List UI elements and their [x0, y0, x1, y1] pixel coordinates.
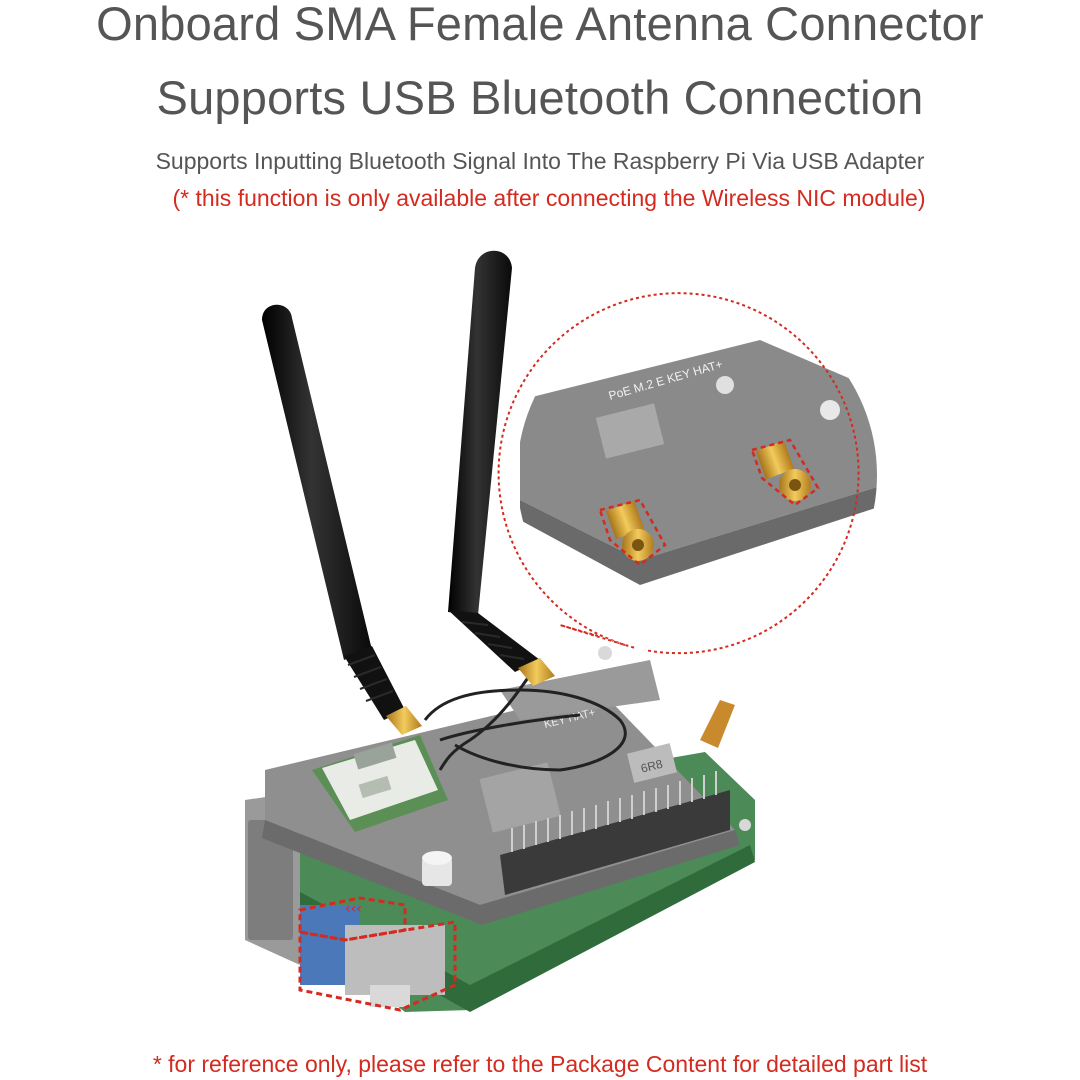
wireless-nic-module — [312, 735, 448, 832]
capacitor — [422, 851, 452, 886]
usb-ethernet-ports: ‹‹‹ — [298, 896, 457, 1012]
sma-connector-1 — [598, 498, 667, 567]
gpio-header — [500, 771, 730, 895]
zoom-callout: PoE M.2 E KEY HAT+ — [497, 292, 877, 655]
subtitle: Supports Inputting Bluetooth Signal Into… — [155, 148, 925, 174]
antenna-cables — [423, 659, 627, 772]
sma-connector-2 — [750, 438, 820, 507]
title-line-1: Onboard SMA Female Antenna Connector — [96, 0, 984, 50]
product-illustration: KEY HAT+ 6R8 — [245, 250, 877, 1012]
footer-disclaimer: * for reference only, please refer to th… — [152, 1051, 928, 1077]
right-antenna — [448, 250, 555, 686]
svg-text:‹‹‹: ‹‹‹ — [345, 901, 362, 917]
left-antenna — [262, 304, 422, 735]
title-line-2: Supports USB Bluetooth Connection — [156, 71, 924, 124]
chip-label: 6R8 — [639, 757, 664, 776]
availability-note: (* this function is only available after… — [172, 185, 926, 211]
